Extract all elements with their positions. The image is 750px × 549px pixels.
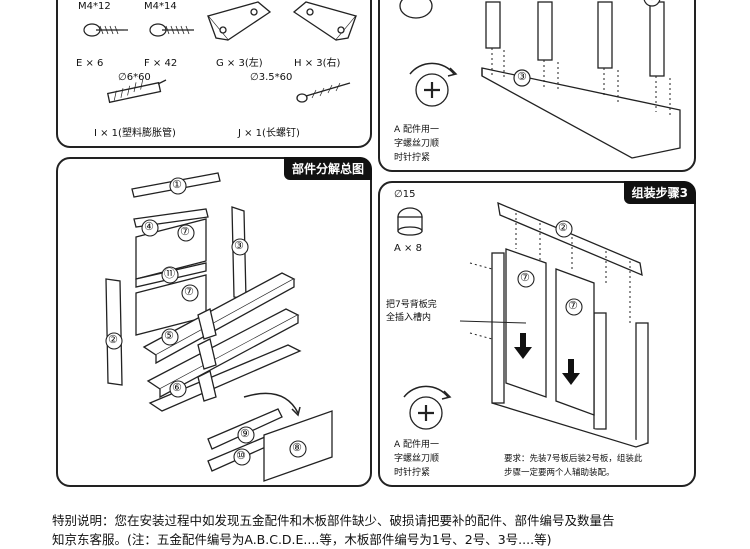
- screw-e-qty: E × 6: [76, 58, 104, 69]
- footer-note-line-1: 特别说明：您在安装过程中如发现五金配件和木板部件缺少、破损请把要补的配件、部件编…: [52, 513, 615, 528]
- screw-e-size: M4*12: [78, 1, 111, 12]
- part-number-7: ⑦: [180, 225, 190, 238]
- exploded-view-title: 部件分解总图: [283, 157, 372, 180]
- step-top-right-panel: ③ ⑥ A 配件用一 字螺丝刀顺 时针拧紧: [378, 0, 696, 172]
- part-number-8: ⑧: [292, 441, 302, 454]
- hardware-illustrations: [83, 1, 358, 104]
- step-top-right-drawing: [399, 0, 681, 159]
- back-panel-note-line-2: 全插入槽内: [386, 313, 432, 323]
- part-number-1: ①: [172, 178, 182, 191]
- bracket-h-qty: H × 3(右): [294, 58, 341, 69]
- part-number-10: ⑩: [236, 449, 246, 462]
- part-number-5: ⑤: [164, 329, 174, 342]
- screw-f-icon: [149, 23, 194, 37]
- instruction-line-3: 时针拧紧: [394, 468, 431, 478]
- anchor-i-size: ∅6*60: [118, 72, 151, 83]
- part-number-7b: ⑦: [184, 285, 194, 298]
- anchor-j-size: ∅3.5*60: [250, 72, 293, 83]
- part-number-3: ③: [234, 239, 244, 252]
- footer-note-line-2: 知京东客服。(注：五金配件编号为A.B.C.D.E....等，木板部件编号为1号…: [52, 532, 552, 547]
- screw-f-qty: F × 42: [144, 58, 178, 69]
- part-number-3: ③: [517, 70, 527, 83]
- upright-board: [597, 1, 613, 69]
- bracket-h-icon: [292, 1, 358, 41]
- bracket-g-qty: G × 3(左): [216, 58, 263, 69]
- board-3: [481, 67, 681, 159]
- instruction-line-3: 时针拧紧: [394, 153, 431, 163]
- part-number-6: ⑥: [172, 381, 182, 394]
- cam-fitting-icon: [399, 0, 433, 19]
- requirement-line-2: 步骤一定要两个人辅助装配。: [504, 468, 615, 478]
- upright-board: [635, 322, 649, 444]
- part-number-6: ⑥: [647, 0, 657, 3]
- shelf-board-6: [148, 344, 302, 412]
- cam-lock-icon: [397, 207, 423, 236]
- screw-e-icon: [83, 23, 128, 37]
- part-number-2: ②: [558, 221, 568, 234]
- part-number-7b: ⑦: [568, 299, 578, 312]
- upright-board: [491, 252, 505, 404]
- part-number-11: ⑪: [164, 267, 175, 280]
- step3-drawing: [397, 201, 649, 448]
- long-screw-icon: [296, 82, 351, 103]
- part-number-9: ⑨: [240, 427, 250, 440]
- upright-board: [593, 312, 607, 430]
- upright-board: [649, 1, 665, 77]
- part-number-4: ④: [144, 220, 154, 233]
- step3-panel: 组装步骤3: [378, 181, 696, 487]
- anchor-i-qty: I × 1(塑料膨胀管): [94, 128, 176, 139]
- back-panel-note-line-1: 把7号背板完: [386, 300, 437, 310]
- exploded-view-drawing: [105, 172, 333, 482]
- part-number-2: ②: [108, 333, 118, 346]
- insert-arrow-icon: [514, 333, 580, 385]
- cam-qty: A × 8: [394, 243, 422, 254]
- screw-f-size: M4*14: [144, 1, 177, 12]
- instruction-line-1: A 配件用一: [394, 440, 440, 450]
- parts-list-panel: M4*12 M4*14 E × 6 F × 42 G × 3(左) H × 3(…: [56, 0, 372, 148]
- wall-anchor-icon: [106, 79, 167, 104]
- step3-title: 组装步骤3: [623, 181, 696, 204]
- side-board-2: [105, 278, 123, 386]
- back-panel-7: [555, 268, 595, 416]
- instruction-line-2: 字螺丝刀顺: [394, 139, 440, 149]
- upright-board: [537, 1, 553, 61]
- anchor-j-qty: J × 1(长螺钉): [238, 128, 300, 139]
- part-number-7: ⑦: [520, 271, 530, 284]
- instruction-line-2: 字螺丝刀顺: [394, 454, 440, 464]
- upright-board: [485, 1, 501, 49]
- instruction-line-1: A 配件用一: [394, 125, 440, 135]
- cam-size: ∅15: [394, 189, 416, 200]
- requirement-line-1: 要求：先装7号板后装2号板，组装此: [504, 454, 643, 464]
- bracket-g-icon: [206, 1, 272, 41]
- exploded-view-panel: 部件分解总图: [56, 157, 372, 487]
